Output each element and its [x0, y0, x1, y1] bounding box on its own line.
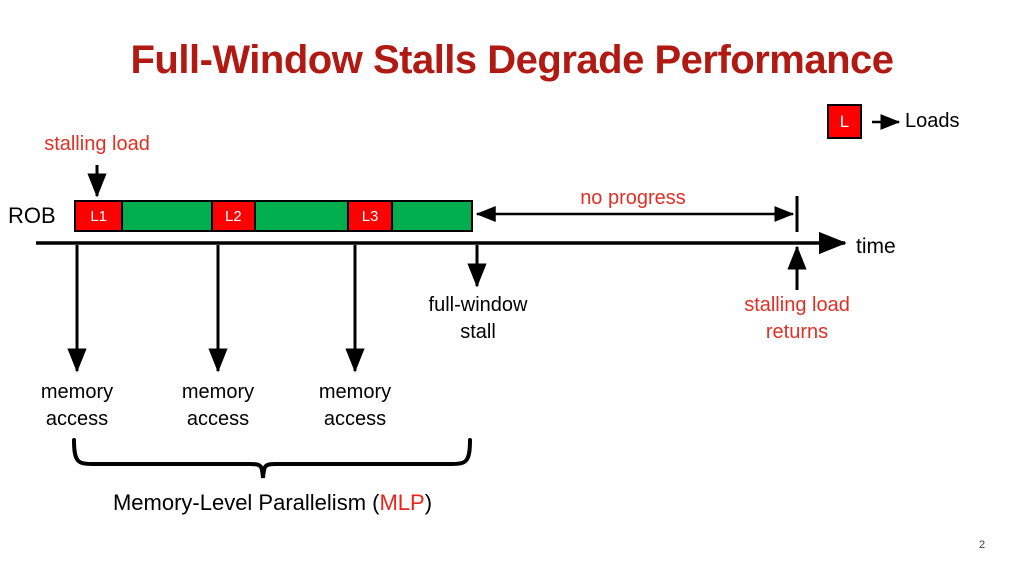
stalling-load-returns-line2: returns [765, 321, 829, 343]
memory-access-line2: access [45, 408, 109, 430]
rob-segment-label: L2 [225, 207, 242, 225]
rob-segment-load-l3: L3 [349, 202, 393, 230]
legend-load-swatch: L [827, 104, 862, 139]
stalling-load-returns-line1: stalling load [744, 294, 850, 316]
memory-access-line1: memory [181, 381, 255, 403]
memory-access-annotation-3: memory access [290, 379, 420, 433]
memory-access-line1: memory [318, 381, 392, 403]
rob-segment-load-l1: L1 [76, 202, 124, 230]
mlp-caption-suffix: ) [424, 490, 433, 515]
rob-segment-label: L1 [90, 207, 108, 225]
rob-buffer-bar: L1 L2 L3 [74, 200, 473, 232]
memory-access-line2: access [186, 408, 250, 430]
page-title: Full-Window Stalls Degrade Performance [130, 38, 894, 82]
rob-segment-gap-1 [123, 202, 213, 230]
rob-segment-gap-3 [392, 202, 471, 230]
stalling-load-returns-annotation: stalling load returns [712, 292, 882, 346]
mlp-acronym: MLP [379, 490, 425, 515]
full-window-stall-annotation: full-window stall [407, 292, 549, 346]
mlp-brace-icon [72, 438, 472, 479]
full-window-stall-line2: stall [460, 321, 496, 343]
time-axis-label: time [856, 235, 896, 258]
rob-segment-label: L3 [361, 207, 379, 225]
memory-access-annotation-1: memory access [12, 379, 142, 433]
memory-access-line2: access [323, 408, 387, 430]
mlp-caption: Memory-Level Parallelism (MLP) [0, 490, 545, 516]
stalling-load-annotation: stalling load [44, 133, 150, 155]
rob-label: ROB [8, 203, 56, 228]
mlp-caption-prefix: Memory-Level Parallelism ( [112, 490, 380, 515]
memory-access-annotation-2: memory access [153, 379, 283, 433]
memory-access-line1: memory [40, 381, 114, 403]
rob-segment-load-l2: L2 [212, 202, 257, 230]
legend-loads-label: Loads [905, 110, 960, 132]
page-number: 2 [979, 539, 986, 551]
legend-swatch-label: L [839, 112, 850, 131]
full-window-stall-line1: full-window [428, 294, 528, 316]
no-progress-annotation: no progress [580, 187, 686, 209]
rob-segment-gap-2 [256, 202, 350, 230]
